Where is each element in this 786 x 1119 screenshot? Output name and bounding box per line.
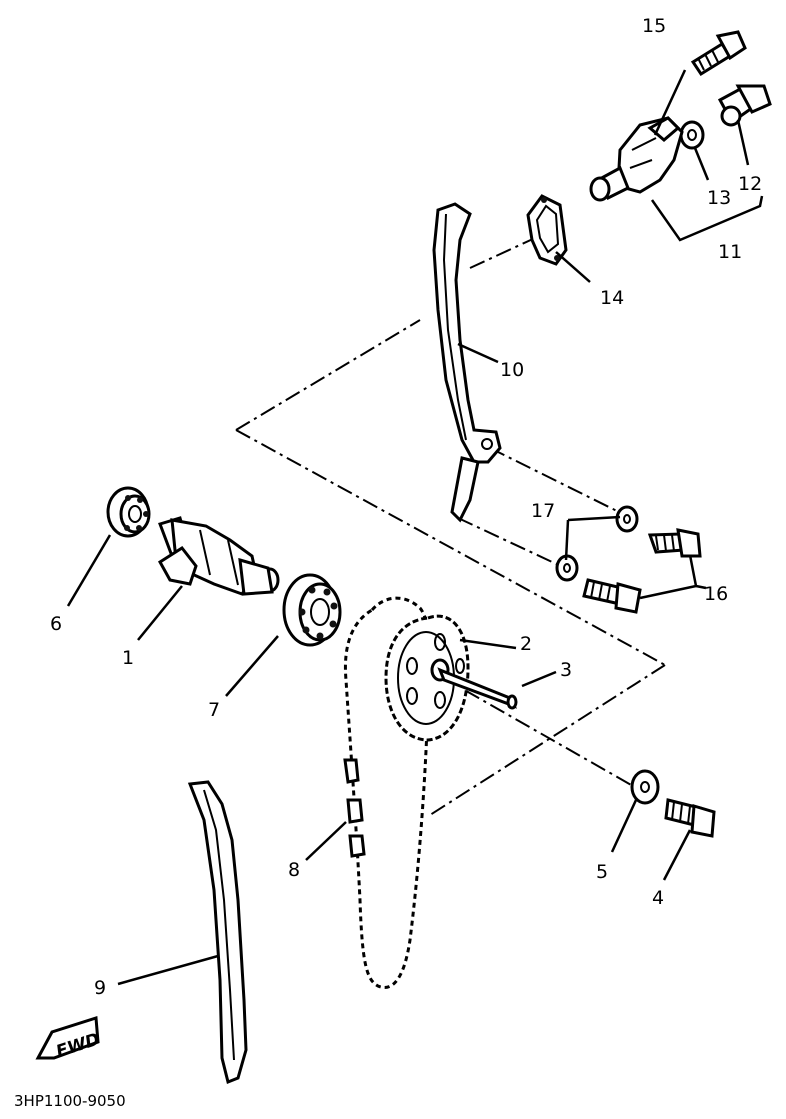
part-16-bolts bbox=[582, 528, 702, 614]
part-5-washer bbox=[630, 769, 660, 805]
callout-3: 3 bbox=[560, 659, 572, 681]
part-12-cap-bolt bbox=[717, 84, 772, 127]
part-4-bolt bbox=[664, 798, 716, 838]
part-15-bolt bbox=[690, 30, 747, 77]
callout-11: 11 bbox=[718, 241, 742, 263]
part-10-chain-guide bbox=[432, 202, 502, 523]
callout-15: 15 bbox=[642, 15, 666, 37]
callout-12: 12 bbox=[738, 173, 762, 195]
part-3-dowel-pin bbox=[437, 667, 518, 710]
callout-4: 4 bbox=[652, 887, 664, 909]
callout-13: 13 bbox=[707, 187, 731, 209]
callout-5: 5 bbox=[596, 861, 608, 883]
part-11-chain-tensioner bbox=[589, 116, 684, 202]
callout-8: 8 bbox=[288, 859, 300, 881]
callout-2: 2 bbox=[520, 633, 532, 655]
callout-17: 17 bbox=[531, 500, 555, 522]
part-6-bearing bbox=[106, 486, 151, 538]
part-1-camshaft bbox=[158, 516, 280, 596]
callout-1: 1 bbox=[122, 647, 134, 669]
part-9-chain-guide bbox=[187, 780, 248, 1085]
part-14-gasket bbox=[526, 194, 568, 266]
callout-16: 16 bbox=[704, 583, 728, 605]
drawing-code: 3HP1100-9050 bbox=[14, 1092, 126, 1110]
callout-7: 7 bbox=[208, 699, 220, 721]
leader-lines bbox=[66, 69, 764, 986]
part-13-washer bbox=[679, 120, 705, 150]
callout-6: 6 bbox=[50, 613, 62, 635]
fwd-arrow-icon: FWD bbox=[35, 1016, 102, 1062]
part-17-washers bbox=[555, 505, 639, 582]
callout-14: 14 bbox=[600, 287, 624, 309]
part-7-bearing bbox=[282, 573, 342, 647]
callout-labels: 15 12 13 11 14 10 17 16 6 1 2 3 7 5 8 4 … bbox=[50, 15, 762, 999]
callout-10: 10 bbox=[500, 359, 524, 381]
assembly-reference-lines bbox=[235, 237, 666, 816]
callout-9: 9 bbox=[94, 977, 106, 999]
